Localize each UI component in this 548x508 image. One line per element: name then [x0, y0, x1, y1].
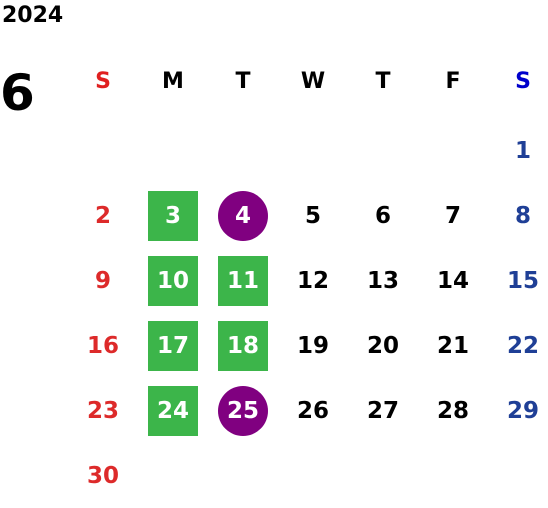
day-cell[interactable]: 19 [278, 313, 348, 378]
day-cell[interactable]: 16 [68, 313, 138, 378]
day-cell[interactable]: 22 [488, 313, 548, 378]
day-number: 10 [148, 255, 198, 306]
day-cell[interactable]: 11 [208, 248, 278, 313]
day-cell[interactable]: 6 [348, 183, 418, 248]
day-number: 26 [296, 397, 329, 424]
day-cell[interactable]: 17 [138, 313, 208, 378]
day-number: 7 [444, 202, 461, 229]
day-number: 25 [218, 385, 268, 436]
day-number: 27 [366, 397, 399, 424]
day-number: 1 [514, 137, 531, 164]
day-number: 11 [218, 255, 268, 306]
day-cell[interactable]: 8 [488, 183, 548, 248]
day-number: 13 [366, 267, 399, 294]
day-cell[interactable]: 5 [278, 183, 348, 248]
day-cell[interactable]: 2 [68, 183, 138, 248]
day-cell[interactable]: 23 [68, 378, 138, 443]
day-number: 22 [506, 332, 539, 359]
day-number: 5 [304, 202, 321, 229]
weekday-header: T [235, 69, 251, 94]
day-number: 9 [94, 267, 111, 294]
day-cell[interactable]: 9 [68, 248, 138, 313]
day-cell[interactable]: 10 [138, 248, 208, 313]
day-cell[interactable]: 3 [138, 183, 208, 248]
weekday-header: S [95, 69, 111, 94]
weekday-header: W [300, 69, 326, 94]
day-number: 16 [86, 332, 119, 359]
day-cell[interactable]: 15 [488, 248, 548, 313]
day-number: 14 [436, 267, 469, 294]
day-number: 4 [218, 190, 268, 241]
day-number: 3 [148, 190, 198, 241]
day-number: 2 [94, 202, 111, 229]
day-cell[interactable]: 27 [348, 378, 418, 443]
day-number: 19 [296, 332, 329, 359]
weekday-header: T [375, 69, 391, 94]
day-number: 17 [148, 320, 198, 371]
day-cell[interactable]: 4 [208, 183, 278, 248]
day-number: 20 [366, 332, 399, 359]
day-cell[interactable]: 28 [418, 378, 488, 443]
day-number: 30 [86, 462, 119, 489]
day-cell[interactable]: 14 [418, 248, 488, 313]
day-cell[interactable]: 29 [488, 378, 548, 443]
day-cell[interactable]: 12 [278, 248, 348, 313]
day-number: 8 [514, 202, 531, 229]
day-number: 12 [296, 267, 329, 294]
day-cell[interactable]: 1 [488, 118, 548, 183]
day-cell[interactable]: 18 [208, 313, 278, 378]
day-number: 24 [148, 385, 198, 436]
month-label: 6 [0, 64, 35, 122]
day-number: 6 [374, 202, 391, 229]
day-cell[interactable]: 24 [138, 378, 208, 443]
weekday-header: S [515, 69, 531, 94]
day-cell[interactable]: 21 [418, 313, 488, 378]
day-cell[interactable]: 7 [418, 183, 488, 248]
day-cell[interactable]: 30 [68, 443, 138, 508]
day-number: 15 [506, 267, 539, 294]
day-number: 23 [86, 397, 119, 424]
day-number: 28 [436, 397, 469, 424]
day-cell[interactable]: 13 [348, 248, 418, 313]
day-number: 29 [506, 397, 539, 424]
day-cell[interactable]: 20 [348, 313, 418, 378]
day-cell[interactable]: 26 [278, 378, 348, 443]
day-number: 18 [218, 320, 268, 371]
year-label: 2024 [2, 3, 64, 28]
weekday-header: F [445, 69, 461, 94]
weekday-header: M [162, 69, 184, 94]
day-cell[interactable]: 25 [208, 378, 278, 443]
day-number: 21 [436, 332, 469, 359]
